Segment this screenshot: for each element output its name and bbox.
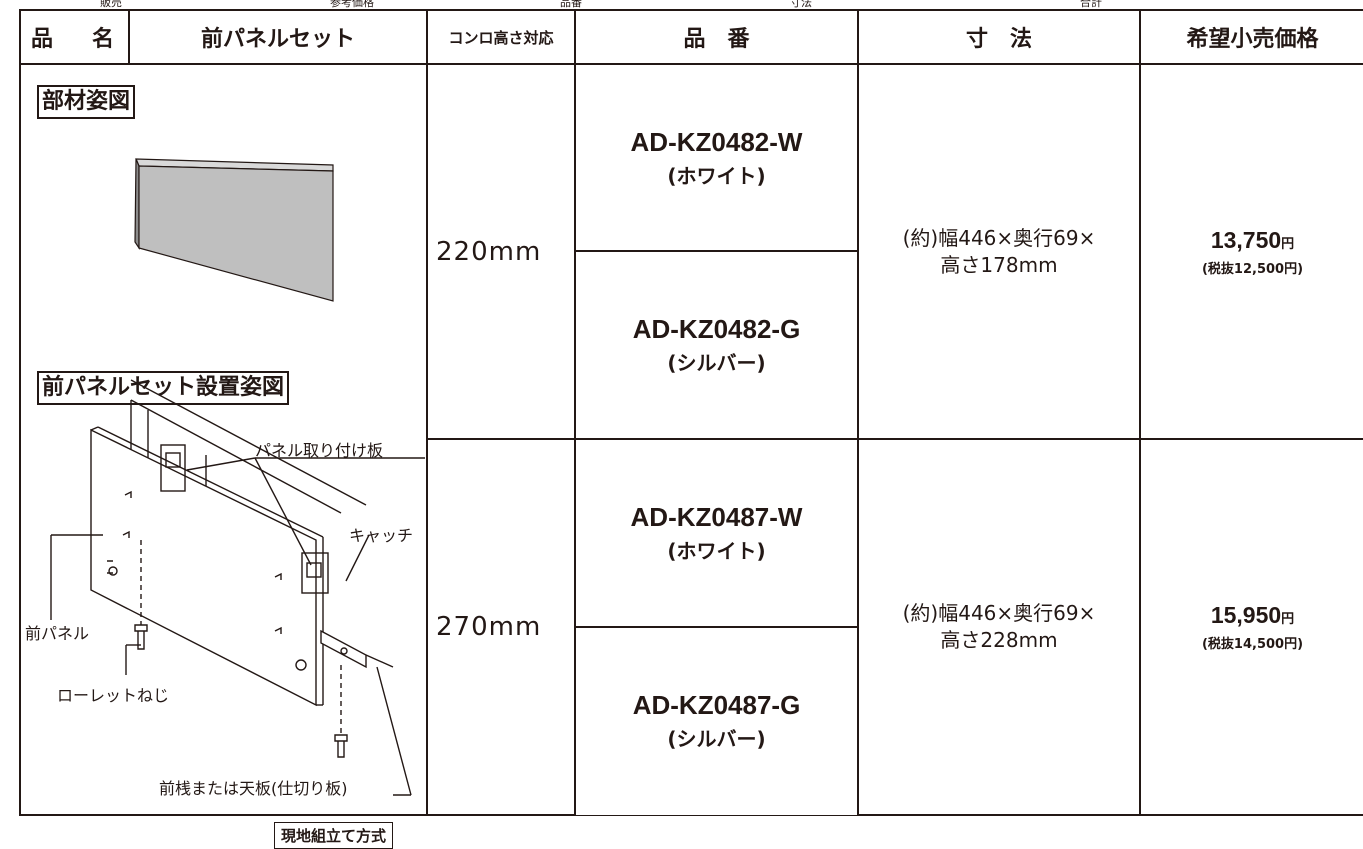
header-dimensions: 寸 法 <box>857 9 1141 65</box>
callout-catch: キャッチ <box>349 526 414 545</box>
header-stove-height: コンロ高さ対応 <box>426 9 576 65</box>
part-cell: AD-KZ0487-W (ホワイト) <box>574 438 859 628</box>
dimensions-cell: (約)幅446×奥行69× 高さ228mm <box>857 438 1141 816</box>
part-color: (ホワイト) <box>667 163 766 188</box>
assembly-method-label: 現地組立て方式 <box>274 822 394 849</box>
price-value: 15,950 <box>1210 602 1282 628</box>
table-row: 270mm AD-KZ0487-W (ホワイト) (約)幅446×奥行69× 高… <box>20 438 1363 816</box>
header-part-number: 品 番 <box>574 9 859 65</box>
top-fragment: 参考価格 <box>330 0 374 9</box>
top-fragment: 合計 <box>1080 0 1102 9</box>
part-cell: AD-KZ0482-W (ホワイト) <box>574 63 859 252</box>
callout-mount-plate: パネル取り付け板 <box>255 441 384 460</box>
part-code: AD-KZ0482-W <box>630 126 803 157</box>
header-product-name: 前パネルセット <box>128 9 428 65</box>
material-view-label: 部材姿図 <box>37 85 136 119</box>
spec-table: 品 名 前パネルセット コンロ高さ対応 品 番 寸 法 希望小売価格 部材姿図 <box>19 9 1363 849</box>
header-retail-price: 希望小売価格 <box>1139 9 1363 65</box>
part-code: AD-KZ0482-G <box>632 314 801 344</box>
dims-line1: (約)幅446×奥行69× <box>902 601 1096 625</box>
price-ex-tax: (税抜12,500円) <box>1201 261 1304 277</box>
table-row: 部材姿図 <box>19 63 1363 849</box>
height-270: 270mm <box>426 438 576 816</box>
part-code: AD-KZ0487-G <box>632 690 801 721</box>
price-cell: 13,750円 (税抜12,500円) <box>1139 63 1363 440</box>
dims-line2: 高さ228mm <box>940 628 1058 652</box>
top-fragment: 品番 <box>560 0 582 9</box>
header-name-a: 品 <box>31 27 54 52</box>
install-view-label: 前パネルセット設置姿図 <box>37 371 290 405</box>
price-cell: 15,950円 (税抜14,500円) <box>1139 438 1363 816</box>
table-row: AD-KZ0487-G (シルバー) <box>20 626 1363 816</box>
height-220: 220mm <box>426 63 576 440</box>
price-ex-tax: (税抜14,500円) <box>1201 637 1304 652</box>
part-code: AD-KZ0487-W <box>630 502 803 532</box>
panel-illustration <box>50 158 425 796</box>
part-cell: AD-KZ0487-G (シルバー) <box>574 626 859 816</box>
callout-front-rail: 前桟または天板(仕切り板) <box>159 779 348 798</box>
header-row: 品 名 前パネルセット コンロ高さ対応 品 番 寸 法 希望小売価格 <box>19 9 1363 65</box>
header-name-b: 名 <box>91 27 114 52</box>
price-yen: 円 <box>1281 236 1295 252</box>
dims-line2: 高さ178mm <box>940 252 1058 277</box>
left-panel: 部材姿図 <box>19 63 428 849</box>
price-yen: 円 <box>1281 612 1295 627</box>
header-name: 品 名 <box>19 9 130 65</box>
part-cell: AD-KZ0482-G (シルバー) <box>574 250 859 440</box>
part-color: (シルバー) <box>667 727 766 752</box>
top-fragment: 販売 <box>100 0 122 9</box>
table-row: AD-KZ0482-G (シルバー) <box>20 250 1363 440</box>
top-fragment: 寸法 <box>790 0 812 9</box>
dims-line1: (約)幅446×奥行69× <box>902 225 1096 250</box>
part-color: (ホワイト) <box>667 539 766 563</box>
callout-front-panel: 前パネル <box>25 624 90 643</box>
dimensions-cell: (約)幅446×奥行69× 高さ178mm <box>857 63 1141 440</box>
callout-knurled-screw: ローレットねじ <box>57 686 170 705</box>
top-cut-text: 販売 参考価格 品番 寸法 合計 <box>0 0 1363 10</box>
price-value: 13,750 <box>1210 226 1282 253</box>
part-color: (シルバー) <box>667 351 766 375</box>
